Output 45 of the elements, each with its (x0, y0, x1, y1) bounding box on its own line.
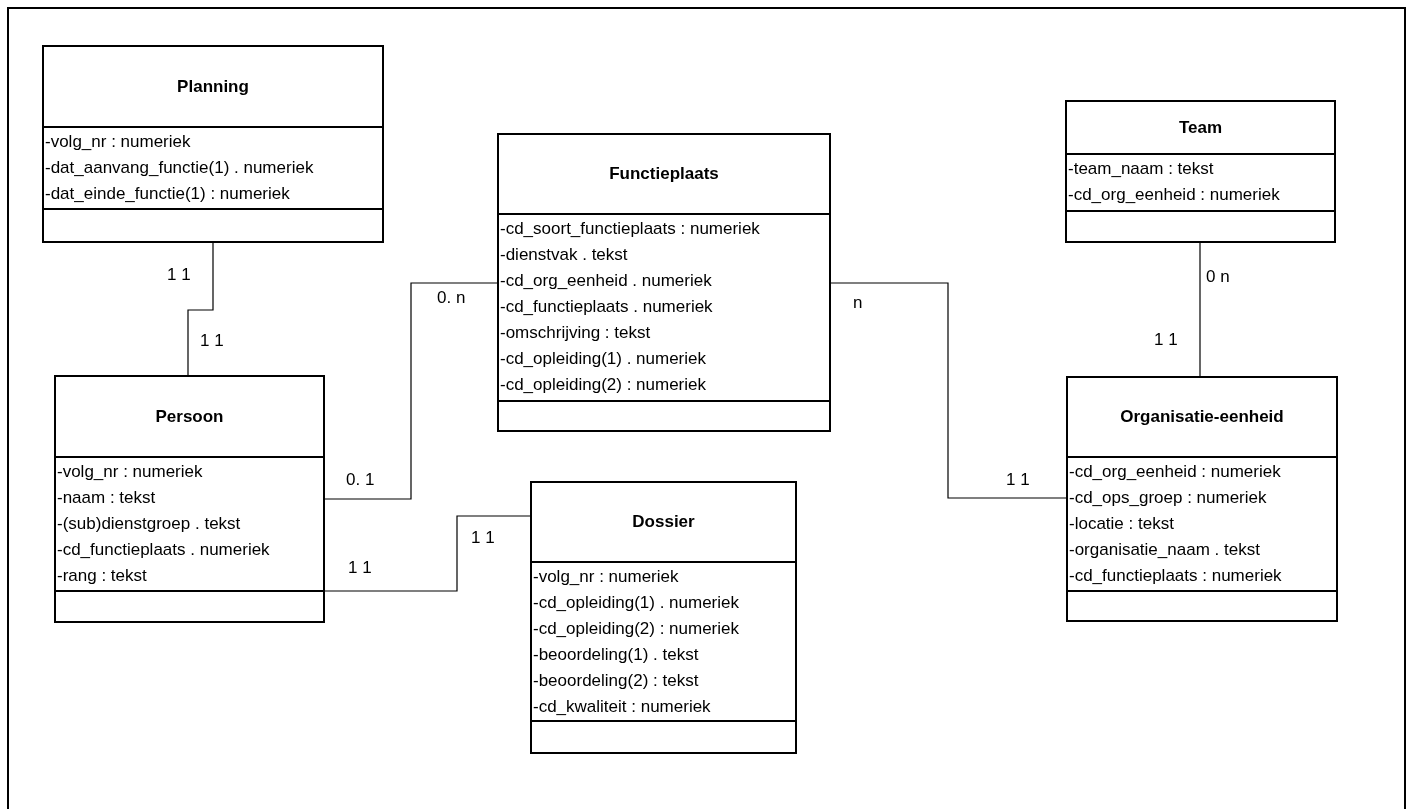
class-box (1066, 376, 1338, 622)
attribute-text: -dat_aanvang_functie(1) . numeriek (44, 157, 314, 179)
attribute-text: -cd_opleiding(2) : numeriek (499, 374, 706, 396)
class-name: Persoon (155, 405, 224, 428)
attribute-text: -rang : tekst (56, 565, 147, 587)
attribute-text: -beoordeling(1) . tekst (532, 644, 699, 666)
attribute-text: -cd_org_eenheid : numeriek (1068, 461, 1281, 483)
attribute-text: -cd_ops_groep : numeriek (1068, 487, 1267, 509)
attribute-text: -naam : tekst (56, 487, 156, 509)
attribute-text: -cd_opleiding(2) : numeriek (532, 618, 739, 640)
class-name: Dossier (632, 511, 695, 534)
attribute-text: -team_naam : tekst (1067, 158, 1214, 180)
association-line (324, 282, 498, 500)
attribute-text: -dienstvak . tekst (499, 244, 628, 266)
association-line (187, 242, 214, 376)
class-name: Organisatie-eenheid (1120, 406, 1284, 429)
class-box (1065, 100, 1336, 243)
association-line (324, 515, 531, 592)
attribute-text: -organisatie_naam . tekst (1068, 539, 1260, 561)
class-box (530, 481, 797, 754)
attribute-text: -volg_nr : numeriek (56, 461, 203, 483)
attribute-text: -volg_nr : numeriek (532, 566, 679, 588)
attribute-text: -(sub)dienstgroep . tekst (56, 513, 241, 535)
attribute-text: -cd_functieplaats . numeriek (56, 539, 270, 561)
class-box (42, 45, 384, 243)
attribute-text: -cd_functieplaats : numeriek (1068, 565, 1282, 587)
class-name: Team (1178, 116, 1223, 139)
attribute-text: -dat_einde_functie(1) : numeriek (44, 183, 290, 205)
attribute-text: -cd_opleiding(1) . numeriek (532, 592, 739, 614)
association-line (830, 282, 1067, 499)
class-box (497, 133, 831, 432)
class-box (54, 375, 325, 623)
attribute-text: -cd_opleiding(1) . numeriek (499, 348, 706, 370)
attribute-text: -volg_nr : numeriek (44, 131, 191, 153)
attribute-text: -omschrijving : tekst (499, 322, 651, 344)
attribute-text: -cd_soort_functieplaats : numeriek (499, 218, 760, 240)
attribute-text: -cd_org_eenheid . numeriek (499, 270, 712, 292)
attribute-text: -cd_org_eenheid : numeriek (1067, 184, 1280, 206)
attribute-text: -cd_functieplaats . numeriek (499, 296, 713, 318)
class-name: Functieplaats (609, 163, 719, 186)
attribute-text: -beoordeling(2) : tekst (532, 670, 699, 692)
attribute-text: -locatie : tekst (1068, 513, 1174, 535)
class-name: Planning (177, 75, 249, 98)
attribute-text: -cd_kwaliteit : numeriek (532, 696, 711, 718)
association-line (1199, 242, 1201, 377)
